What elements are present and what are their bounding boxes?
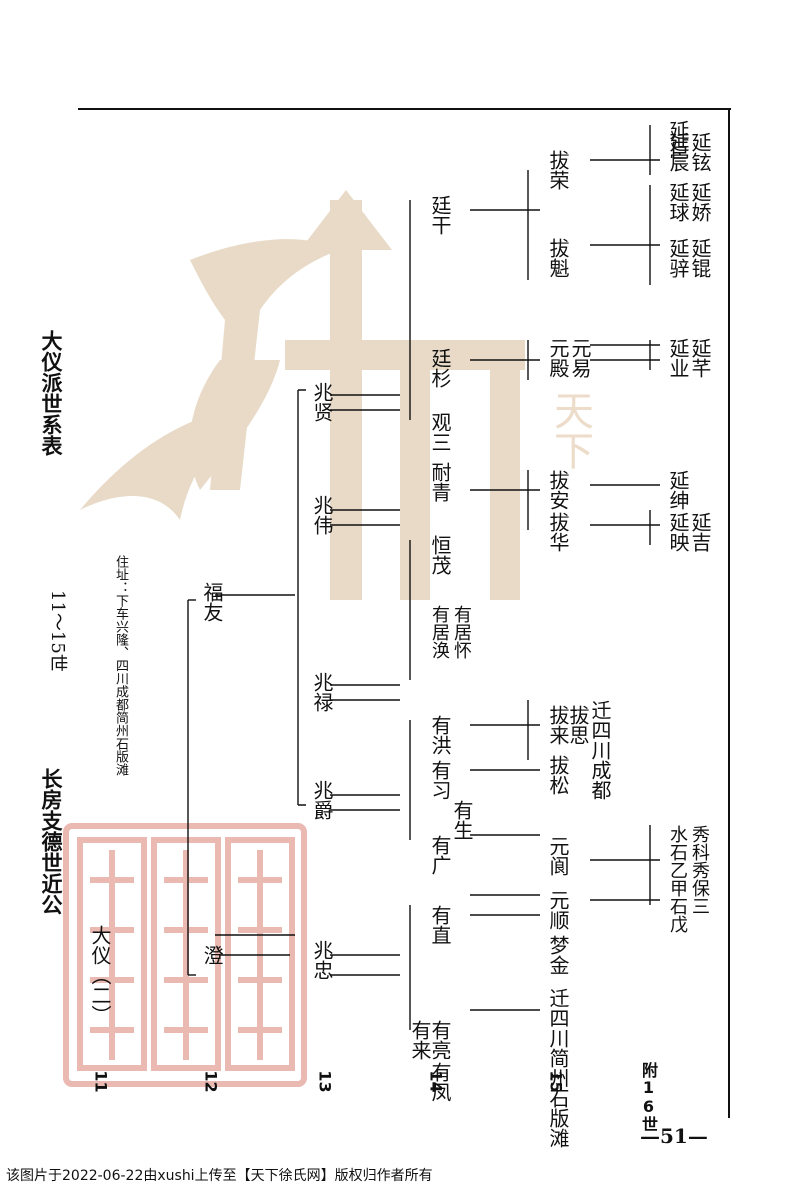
person-yuanyi: 元易 xyxy=(568,338,592,378)
person-youzhi: 有直 xyxy=(428,905,452,945)
note-migrated-jianzhou: 迁四川简州石版滩 xyxy=(546,988,570,1148)
person-youxi: 有习 xyxy=(428,760,452,800)
person-youguang: 有广 xyxy=(428,835,452,875)
page-number: —51— xyxy=(640,1124,708,1148)
person-yanchen: 延宸 xyxy=(666,132,690,172)
person-hengmao: 恒茂 xyxy=(428,535,452,575)
table-frame xyxy=(78,108,731,1120)
collector-seal xyxy=(63,823,307,1087)
person-yanye: 延业 xyxy=(666,338,690,378)
person-tinggan: 廷干 xyxy=(428,195,452,235)
person-youlai: 有来 xyxy=(408,1020,432,1060)
person-zhaowei: 兆伟 xyxy=(310,495,334,535)
person-yuanshun: 元顺 xyxy=(546,890,570,930)
watermark-logo: 天下 xyxy=(80,190,593,600)
person-youliang: 有亮 xyxy=(428,1020,452,1060)
person-yanju: 延巨 xyxy=(666,120,690,160)
person-yankun: 延锟 xyxy=(688,238,712,278)
person-yanji: 延吉 xyxy=(688,512,712,552)
svg-text:天下: 天下 xyxy=(547,390,593,470)
person-yuanlang: 元阆 xyxy=(546,836,570,876)
person-yanping: 延芊 xyxy=(688,338,712,378)
person-yanying: 延映 xyxy=(666,512,690,552)
person-basong: 拔松 xyxy=(546,755,570,795)
person-barong: 拔荣 xyxy=(546,150,570,190)
lineage-connectors xyxy=(187,125,660,1030)
person-yanxing: 延骍 xyxy=(666,238,690,278)
genealogy-page: 天下 长房支德世近公 11～15世 大仪派世系表 住址：下车兴隆、四川成都简州石… xyxy=(39,108,731,1148)
person-yuandian: 元殿 xyxy=(546,338,570,378)
person-mengjin: 梦金 xyxy=(546,935,570,975)
person-fuyou: 福友 xyxy=(200,582,224,622)
branch-title: 长房支德世近公 xyxy=(39,768,63,915)
person-zhaoxian: 兆贤 xyxy=(310,382,334,422)
person-basi: 拔思 xyxy=(566,705,590,745)
person-naiqing: 耐青 xyxy=(428,462,452,502)
person-bakui: 拔魁 xyxy=(546,238,570,278)
person-yanshen: 延绅 xyxy=(666,470,690,510)
table-title: 大仪派世系表 xyxy=(39,330,63,456)
person-youju-group-a: 有居涣 xyxy=(429,605,450,659)
person-yanxuan: 延铉 xyxy=(688,132,712,172)
person-youfeng: 有凤 xyxy=(428,1062,452,1102)
person-youhong: 有洪 xyxy=(428,715,452,755)
gen16-group-shui: 水石乙甲石戊 xyxy=(667,825,688,933)
address-line: 住址：下车兴隆、四川成都简州石版滩 xyxy=(113,555,128,776)
person-bahua: 拔华 xyxy=(546,512,570,552)
person-youju-group-b: 有居怀 xyxy=(451,605,472,659)
person-yanqiu: 延球 xyxy=(666,182,690,222)
person-tingshan: 廷杉 xyxy=(428,348,452,388)
person-yousheng: 有生 xyxy=(450,800,474,840)
person-zhaozhong: 兆忠 xyxy=(310,940,334,980)
person-yanjiao: 延娇 xyxy=(688,182,712,222)
generation-16-appendix: 附16世 xyxy=(639,1062,658,1132)
gen16-group-xiu: 秀科秀保三 xyxy=(689,825,710,915)
person-guansan: 观三 xyxy=(428,412,452,452)
person-baan: 拔安 xyxy=(546,470,570,510)
table-right-rule xyxy=(728,108,730,1118)
note-migrated-chengdu: 迁四川成都 xyxy=(588,700,612,800)
person-balai: 拔来 xyxy=(546,705,570,745)
person-zhaojue: 兆爵 xyxy=(310,780,334,820)
upload-footer: 该图片于2022-06-22由xushi上传至【天下徐氏网】版权归作者所有 xyxy=(0,1160,790,1192)
person-zhaolu: 兆禄 xyxy=(310,672,334,712)
person-cheng: 澄 xyxy=(200,945,224,965)
person-dayi: 大仪（二） xyxy=(88,925,112,1025)
